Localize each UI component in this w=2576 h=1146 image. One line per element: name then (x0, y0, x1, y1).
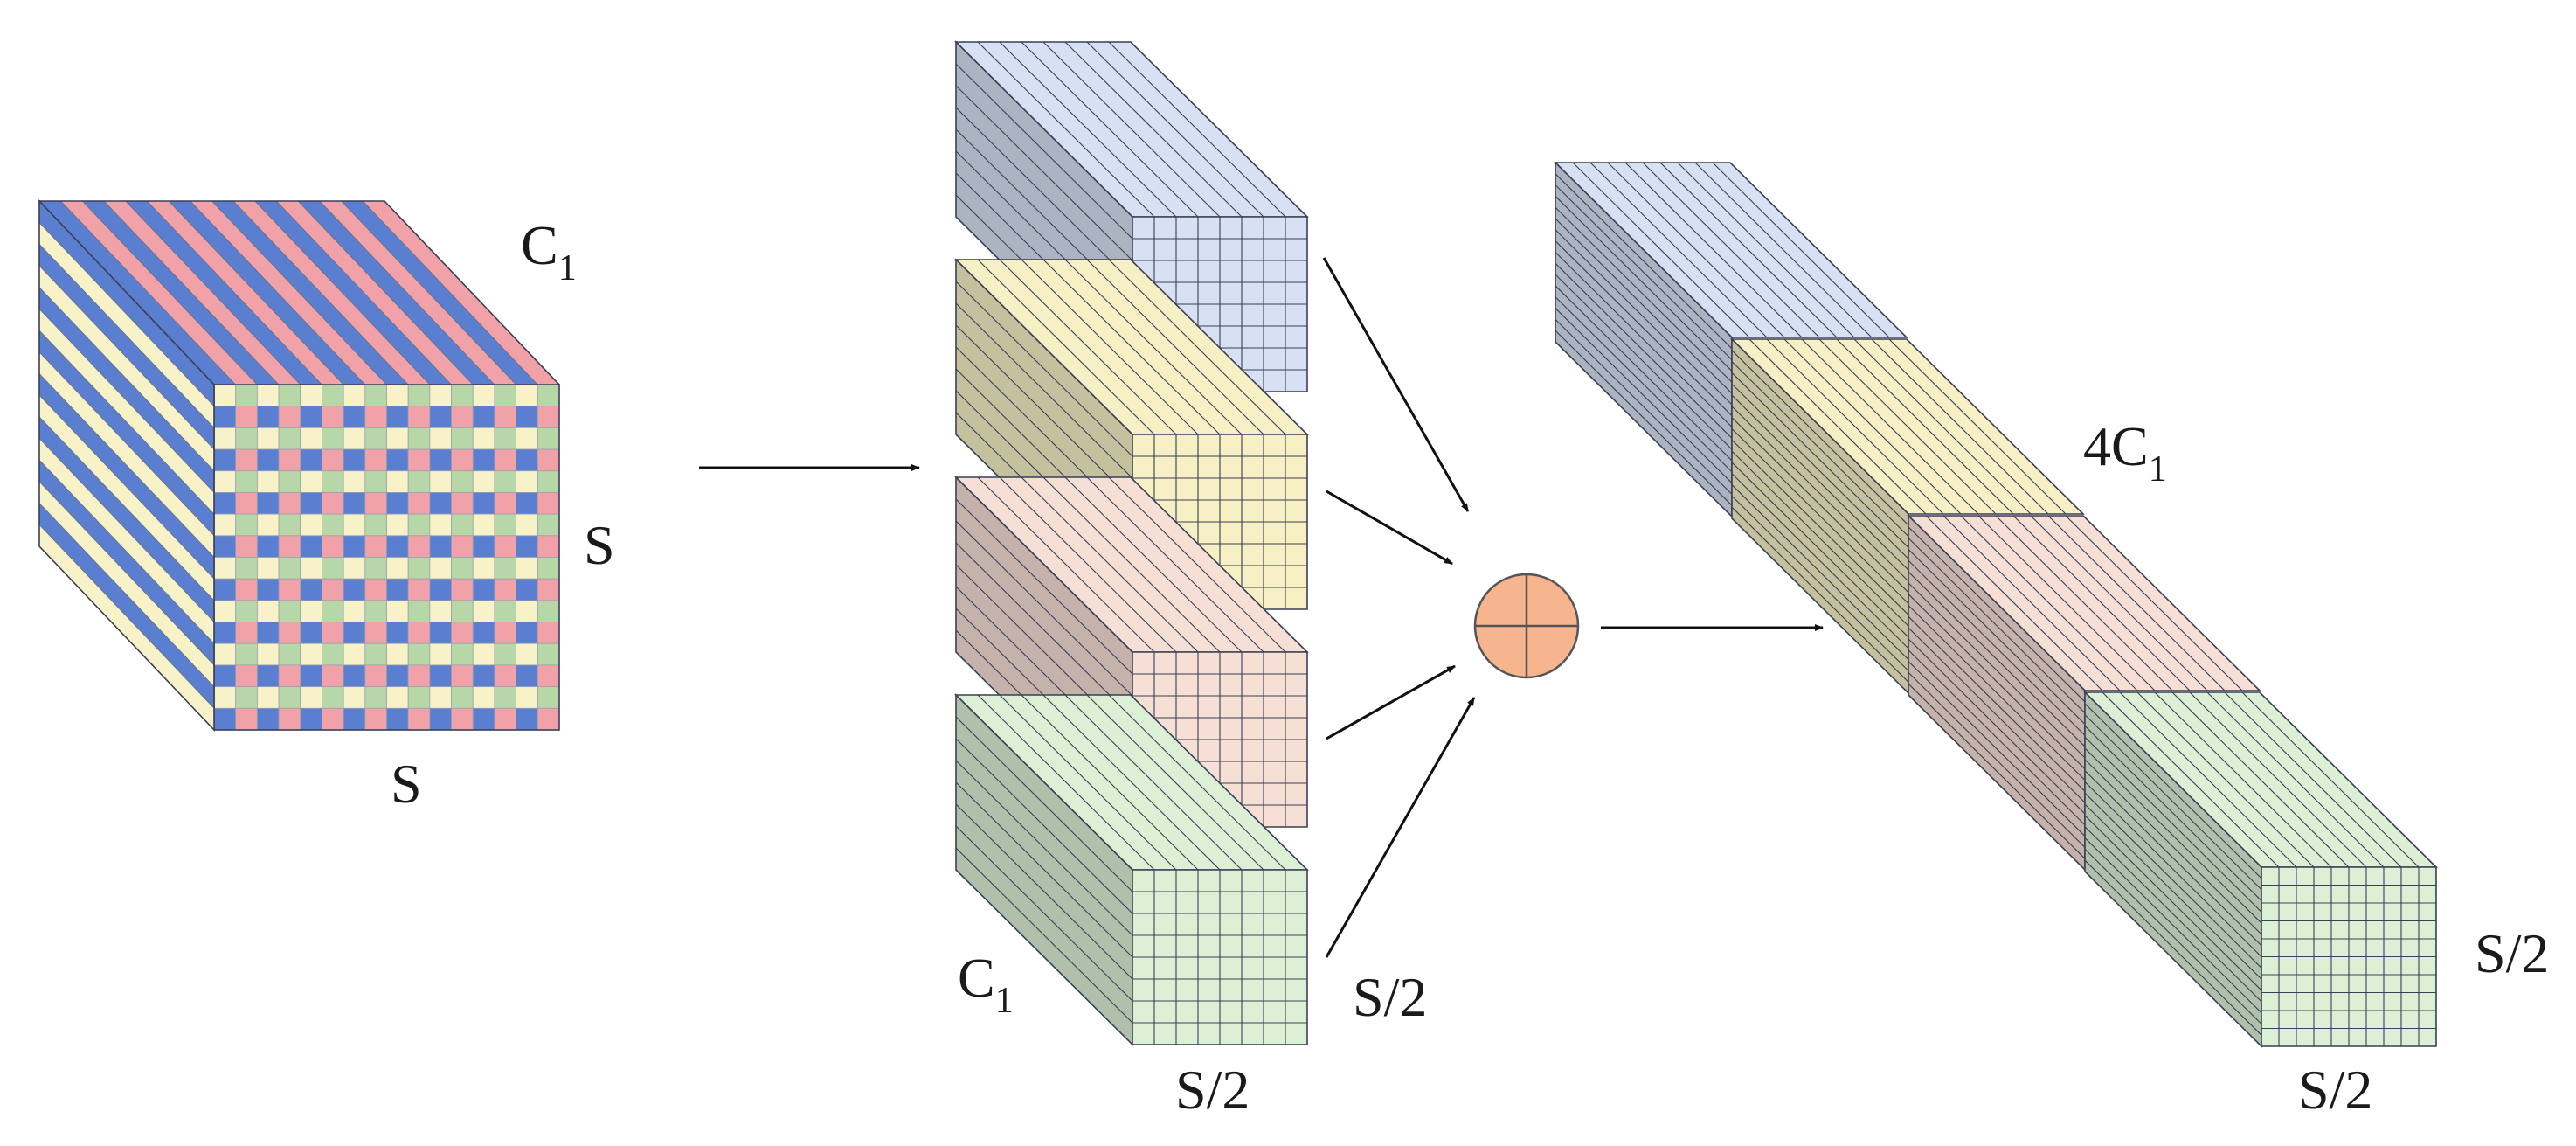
output-width-label: S/2 (2298, 1059, 2372, 1121)
output-segment-peach (1907, 514, 2261, 872)
split-tensors (954, 40, 1309, 1046)
arrow-peach-to-concat (1326, 664, 1456, 740)
input-height-label: S (584, 514, 615, 576)
input-width-label: S (391, 753, 422, 815)
input-tensor-cube (38, 199, 561, 732)
split-tensor-green (954, 693, 1309, 1046)
input-channels-label: C1 (521, 214, 577, 288)
input-top-face (38, 200, 561, 385)
split-height-label: S/2 (1353, 966, 1427, 1028)
arrow-blue-to-concat (1322, 257, 1470, 512)
output-segment-blue (1554, 161, 1908, 518)
arrow-yellow-to-concat (1326, 490, 1453, 566)
input-front-face (213, 384, 560, 731)
split-width-label: S/2 (1175, 1059, 1250, 1121)
arrows (699, 257, 1824, 958)
output-segment-yellow (1730, 337, 2085, 695)
output-height-label: S/2 (2475, 922, 2549, 984)
output-channels-label: 4C1 (2083, 415, 2167, 490)
concat-circle-icon (1473, 573, 1580, 679)
input-side-face (38, 199, 215, 732)
arrow-green-to-concat (1325, 697, 1476, 958)
split-channels-label: C1 (958, 947, 1014, 1021)
output-tensor (1554, 161, 2438, 1048)
output-segment-green (2083, 691, 2438, 1048)
